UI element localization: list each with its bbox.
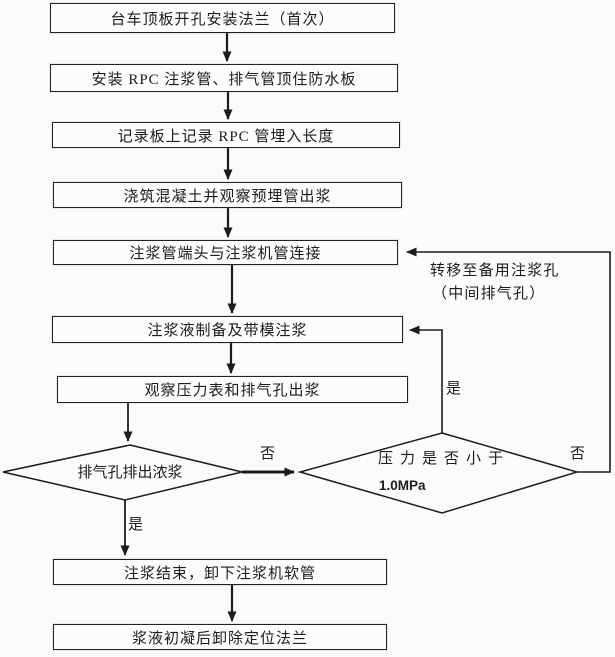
process-box-finish-grouting: 注浆结束，卸下注浆机软管: [53, 559, 387, 585]
edge-label-d2-no: 否: [570, 446, 586, 462]
arrow-d2-no-to-n5: [406, 247, 611, 473]
process-box-pour-concrete-observe: 浇筑混凝土并观察预埋管出浆: [53, 182, 402, 208]
process-box-connect-grouting-machine: 注浆管端头与注浆机管连接: [53, 240, 398, 265]
process-box-record-pipe-length: 记录板上记录 RPC 管埋入长度: [52, 122, 400, 148]
edge-label-d2-yes: 是: [446, 381, 462, 397]
decision-diamond-thick-slurry: [2, 444, 243, 501]
process-box-drill-install-flange: 台车顶板开孔安装法兰（首次）: [50, 3, 395, 33]
process-box-install-rpc-pipes: 安装 RPC 注浆管、排气管顶住防水板: [50, 64, 398, 92]
decision-diamond-pressure: [297, 432, 580, 514]
edge-label-d1-yes: 是: [128, 517, 144, 533]
process-box-remove-flange: 浆液初凝后卸除定位法兰: [53, 624, 387, 650]
process-box-watch-pressure-gauge: 观察压力表和排气孔出浆: [57, 376, 408, 403]
decision-label-pressure-line2: 1.0MPa: [379, 478, 426, 493]
arrow-d2-yes-to-n6: [409, 325, 443, 433]
decision-label-thick-slurry: 排气孔排出浓浆: [77, 465, 183, 481]
side-note-line2: （中间排气孔）: [432, 286, 546, 302]
decision-label-pressure-line1: 压力是否小于: [378, 451, 511, 467]
process-box-prepare-grout: 注浆液制备及带模注浆: [52, 316, 403, 343]
edge-label-d1-no: 否: [260, 446, 276, 462]
side-note-line1: 转移至备用注浆孔: [430, 263, 560, 279]
